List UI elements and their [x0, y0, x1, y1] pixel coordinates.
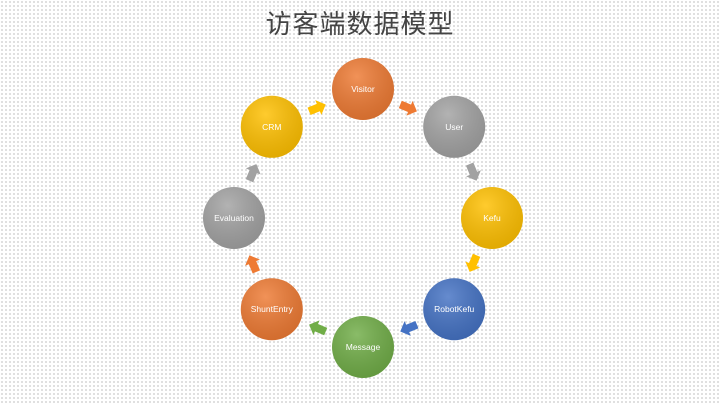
- node-shade-visitor: [332, 58, 394, 120]
- node-shade-robotkefu: [423, 278, 486, 341]
- node-user: User: [423, 95, 486, 158]
- node-label-robotkefu: RobotKefu: [434, 304, 474, 314]
- node-shade-user: [423, 95, 486, 158]
- arrow-shuntentry-to-evaluation: [245, 255, 261, 274]
- node-shade-evaluation: [203, 187, 265, 249]
- arrow-robotkefu-to-message: [400, 320, 419, 336]
- node-label-kefu: Kefu: [483, 213, 501, 223]
- node-robotkefu: RobotKefu: [423, 278, 486, 341]
- node-label-user: User: [445, 122, 463, 132]
- arrow-message-to-shuntentry: [309, 320, 328, 336]
- arrow-kefu-to-robotkefu: [465, 253, 481, 272]
- arrow-crm-to-visitor: [307, 100, 326, 116]
- node-shuntentry: ShuntEntry: [240, 278, 303, 341]
- arrow-user-to-kefu: [465, 162, 481, 181]
- node-shade-crm: [240, 95, 303, 158]
- node-label-shuntentry: ShuntEntry: [251, 304, 294, 314]
- page-title: 访客端数据模型: [265, 10, 455, 40]
- node-kefu: Kefu: [461, 187, 523, 249]
- node-evaluation: Evaluation: [203, 187, 265, 249]
- node-label-message: Message: [346, 342, 381, 352]
- node-shade-shuntentry: [240, 278, 303, 341]
- node-label-visitor: Visitor: [351, 84, 375, 94]
- node-label-evaluation: Evaluation: [214, 213, 254, 223]
- node-shade-message: [332, 316, 394, 378]
- arrow-evaluation-to-crm: [245, 164, 261, 183]
- node-label-crm: CRM: [262, 122, 281, 132]
- node-crm: CRM: [240, 95, 303, 158]
- arrow-visitor-to-user: [398, 100, 417, 116]
- node-message: Message: [332, 316, 394, 378]
- node-visitor: Visitor: [332, 58, 394, 120]
- node-shade-kefu: [461, 187, 523, 249]
- arrow-layer: [245, 100, 481, 336]
